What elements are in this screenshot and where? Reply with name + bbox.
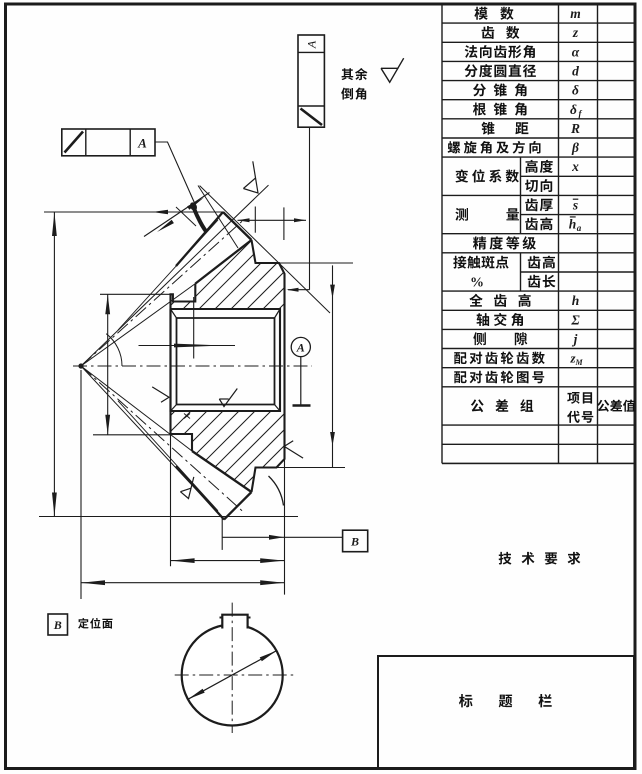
svg-text:Σ: Σ: [570, 312, 580, 327]
svg-text:δ: δ: [572, 83, 579, 98]
svg-text:M: M: [574, 358, 583, 367]
svg-text:z: z: [572, 25, 579, 40]
svg-text:%: %: [470, 276, 484, 291]
svg-text:s: s: [572, 197, 578, 212]
svg-text:m: m: [570, 6, 581, 21]
svg-text:A: A: [137, 136, 147, 151]
svg-text:j: j: [572, 331, 578, 346]
svg-text:a: a: [577, 223, 582, 233]
svg-text:A: A: [305, 40, 319, 49]
svg-text:f: f: [579, 108, 583, 118]
svg-text:z: z: [569, 351, 576, 366]
svg-text:h: h: [569, 217, 577, 232]
svg-text:d: d: [572, 63, 579, 78]
svg-text:B: B: [53, 618, 62, 632]
svg-text:β: β: [571, 140, 579, 155]
svg-text:R: R: [570, 121, 580, 136]
svg-text:α: α: [572, 44, 580, 59]
svg-text:h: h: [572, 293, 580, 308]
svg-text:δ: δ: [570, 102, 577, 117]
svg-text:x: x: [571, 159, 579, 174]
svg-text:A: A: [296, 341, 305, 355]
svg-text:B: B: [350, 535, 359, 549]
